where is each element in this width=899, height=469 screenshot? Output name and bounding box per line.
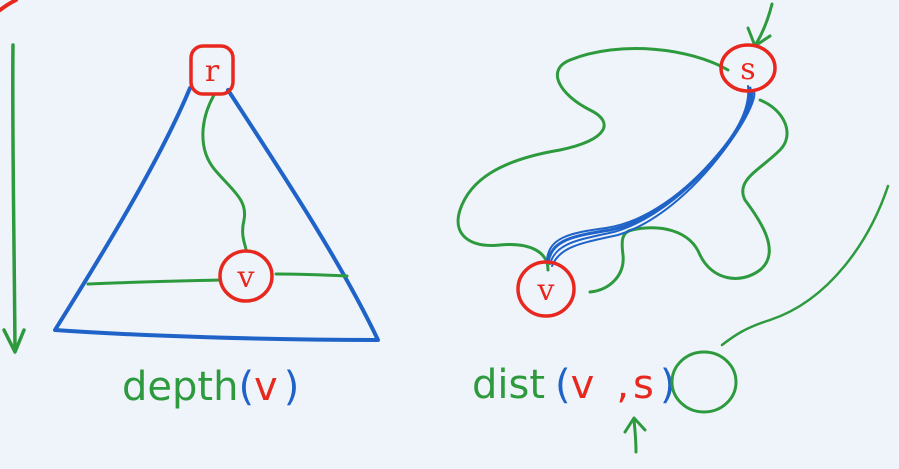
graph-boundary [456, 47, 789, 294]
depth-level-line [86, 272, 349, 286]
graph-diagram: s v dist(v,s) [456, 2, 890, 454]
tree-node-v-label: v [237, 260, 255, 295]
depth-close-paren: ) [284, 364, 300, 410]
dist-open-paren: ( [555, 362, 571, 408]
dist-arg-s: s [633, 362, 654, 408]
root-node: r [189, 44, 235, 96]
incoming-arrow-icon [746, 2, 774, 48]
root-to-node-path [201, 93, 248, 252]
dist-arg-v: v [571, 362, 595, 408]
shortest-paths-bundle [546, 85, 756, 267]
source-node: s [719, 43, 777, 93]
depth-caption: depth(v) [122, 364, 299, 410]
tree-diagram: r v depth(v) [53, 44, 380, 410]
dist-caption: dist(v,s) [472, 362, 675, 408]
dist-comma: , [616, 362, 629, 408]
depth-open-paren: ( [238, 364, 254, 410]
arg-s-highlight-circle [670, 350, 738, 414]
graph-node-v: v [516, 260, 576, 318]
graph-node-v-label: v [537, 273, 555, 308]
down-arrow-icon [2, 43, 26, 354]
pointer-line [720, 184, 890, 347]
up-arrow-icon [623, 416, 647, 454]
dist-func: dist [472, 362, 545, 408]
red-corner-mark [0, 0, 18, 12]
source-node-label: s [740, 52, 755, 87]
dist-close-paren: ) [660, 362, 676, 408]
tree-node-v: v [218, 249, 274, 303]
depth-func: depth [122, 364, 238, 410]
depth-arg-v: v [254, 364, 278, 410]
root-node-label: r [205, 54, 220, 89]
tree-triangle [53, 86, 380, 342]
